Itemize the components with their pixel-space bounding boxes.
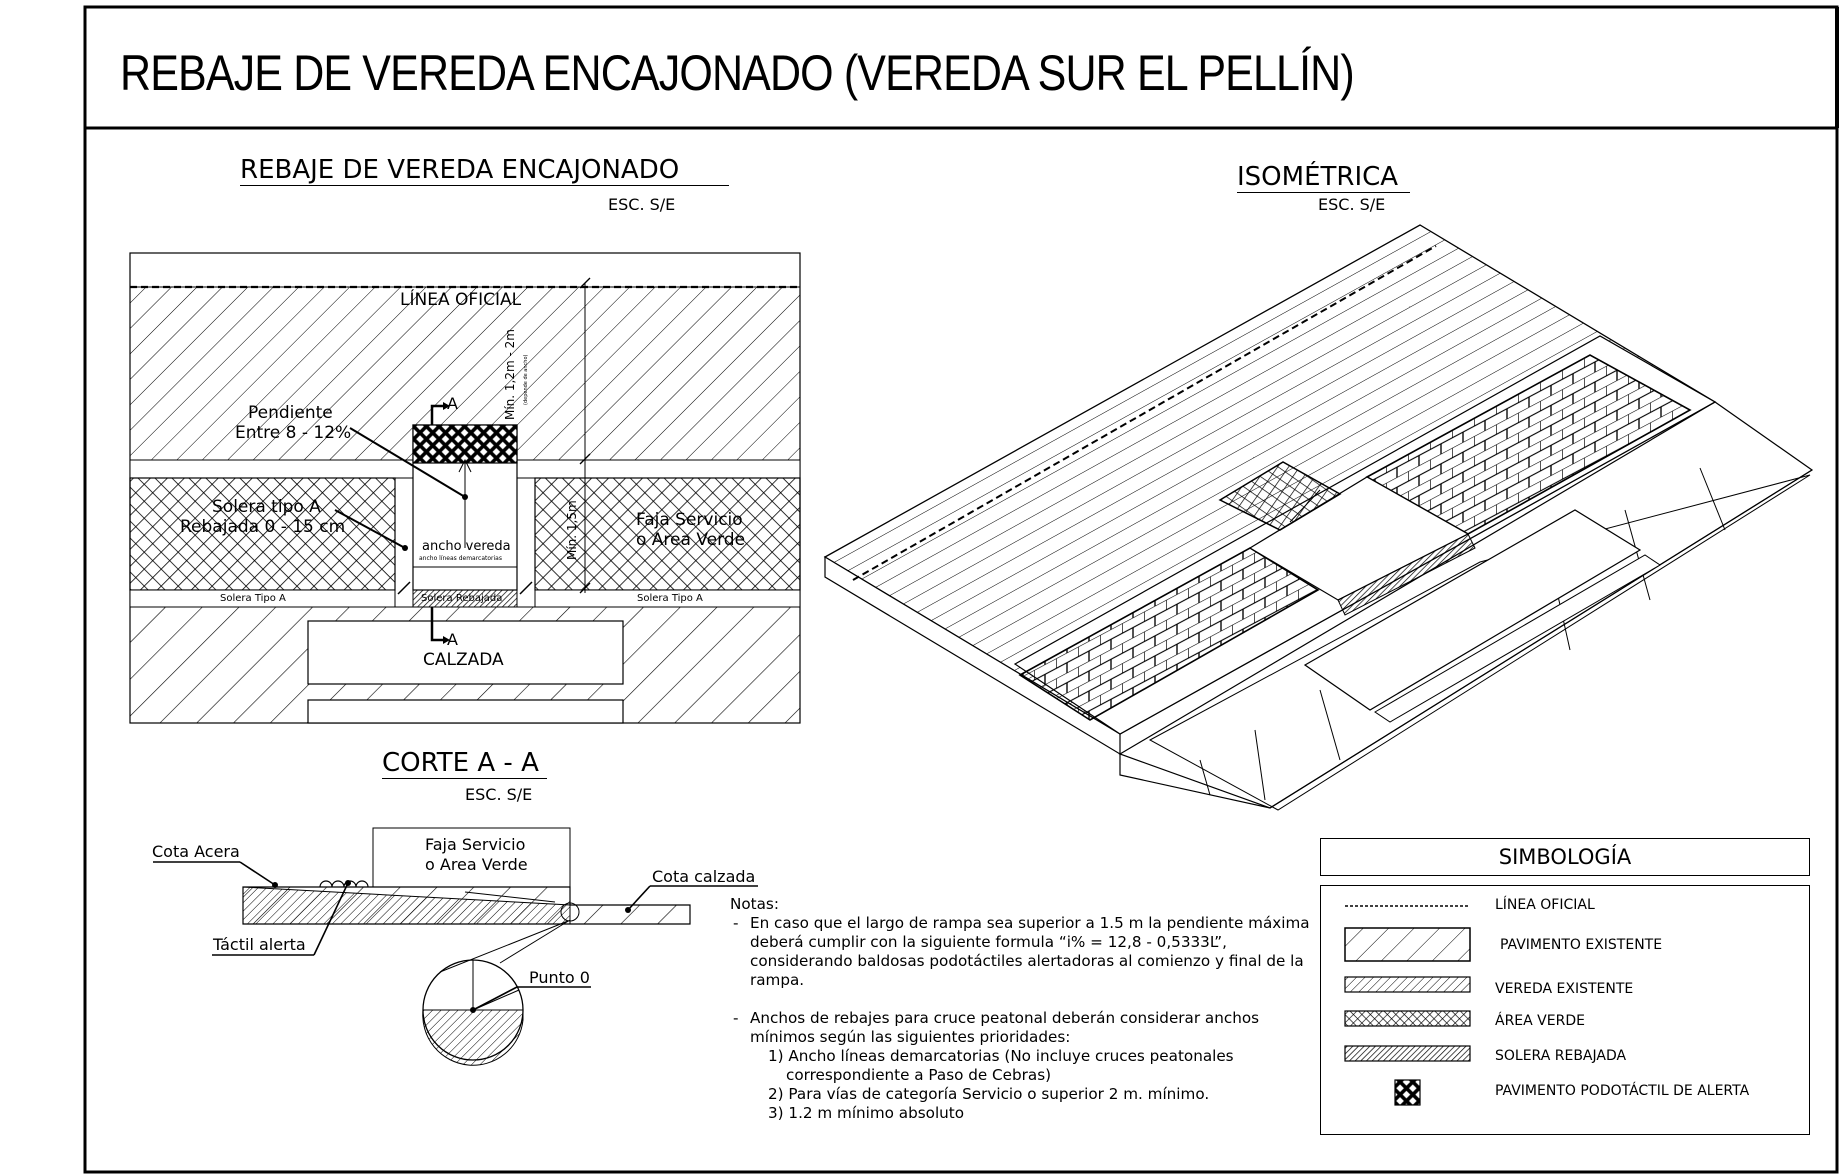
solera-left-label: Solera Tipo A xyxy=(220,593,286,604)
solera-rebajada-label: Solera Rebajada xyxy=(421,593,503,604)
plan-view-title: REBAJE DE VEREDA ENCAJONADO xyxy=(240,155,730,186)
pendiente-label: Pendiente xyxy=(248,403,333,423)
legend-label-linea-oficial: LÍNEA OFICIAL xyxy=(1495,897,1595,913)
isometric-title: ISOMÉTRICA xyxy=(1237,162,1411,193)
cota-calzada-label: Cota calzada xyxy=(652,867,756,886)
solera-rebajada-range-label: Rebajada 0 - 15 cm xyxy=(180,517,346,537)
section-area-verde-label: o Area Verde xyxy=(425,855,528,874)
note-subitem-2: 2) Para vías de categoría Servicio o sup… xyxy=(768,1085,1210,1103)
section-faja-servicio-label: Faja Servicio xyxy=(425,835,526,854)
calzada-label: CALZADA xyxy=(423,650,504,670)
dimension-top-note: (depende de ancho) xyxy=(523,354,529,405)
note-item-1: En caso que el largo de rampa sea superi… xyxy=(730,914,1310,990)
legend-label-vereda-existente: VEREDA EXISTENTE xyxy=(1495,981,1634,997)
legend-box xyxy=(1320,885,1810,1135)
solera-tipo-a-label: Solera tipo A xyxy=(212,497,321,517)
faja-servicio-label: Faja Servicio xyxy=(636,510,743,530)
section-title: CORTE A - A xyxy=(382,748,547,779)
legend-label-solera-rebajada: SOLERA REBAJADA xyxy=(1495,1048,1627,1064)
sheet-frame xyxy=(83,5,1839,1174)
plan-view-drawing xyxy=(129,252,801,724)
ancho-lineas-label: ancho líneas demarcatorias xyxy=(419,555,502,562)
note-item-2: Anchos de rebajes para cruce peatonal de… xyxy=(730,1009,1310,1047)
notes-heading: Notas: xyxy=(730,895,779,913)
pendiente-value-label: Entre 8 - 12% xyxy=(235,423,352,443)
legend-label-pavimento-podotactil: PAVIMENTO PODOTÁCTIL DE ALERTA xyxy=(1495,1083,1750,1099)
section-drawing xyxy=(153,827,758,1066)
legend-label-pavimento-existente: PAVIMENTO EXISTENTE xyxy=(1500,937,1663,953)
legend-title: SIMBOLOGÍA xyxy=(1320,838,1810,876)
tactil-alerta-label: Táctil alerta xyxy=(213,935,306,954)
solera-right-label: Solera Tipo A xyxy=(637,593,703,604)
linea-oficial-label: LÍNEA OFICIAL xyxy=(400,290,522,310)
dimension-bottom-label: Mín. 1,5m xyxy=(565,500,579,560)
section-mark-top: A xyxy=(447,394,458,413)
area-verde-label: o Area Verde xyxy=(636,530,746,550)
section-mark-bottom: A xyxy=(447,630,458,649)
legend-label-area-verde: ÁREA VERDE xyxy=(1495,1013,1585,1029)
legend-symbols xyxy=(1344,905,1471,1106)
note-subitem-3: 3) 1.2 m mínimo absoluto xyxy=(768,1104,965,1122)
dimension-top-label: Mín. 1,2m - 2m xyxy=(503,329,517,420)
notes-block: Notas: En caso que el largo de rampa sea… xyxy=(730,895,1310,1123)
cota-acera-label: Cota Acera xyxy=(152,842,240,861)
section-scale: ESC. S/E xyxy=(465,785,533,804)
isometric-scale: ESC. S/E xyxy=(1318,195,1386,214)
sheet-title: REBAJE DE VEREDA ENCAJONADO (VEREDA SUR … xyxy=(120,45,1355,101)
plan-view-scale: ESC. S/E xyxy=(608,195,676,214)
punto-0-label: Punto 0 xyxy=(529,968,590,987)
isometric-drawing xyxy=(823,224,1814,811)
note-subitem-1: 1) Ancho líneas demarcatorias (No incluy… xyxy=(768,1047,1234,1084)
ancho-vereda-label: ancho vereda xyxy=(422,539,511,554)
